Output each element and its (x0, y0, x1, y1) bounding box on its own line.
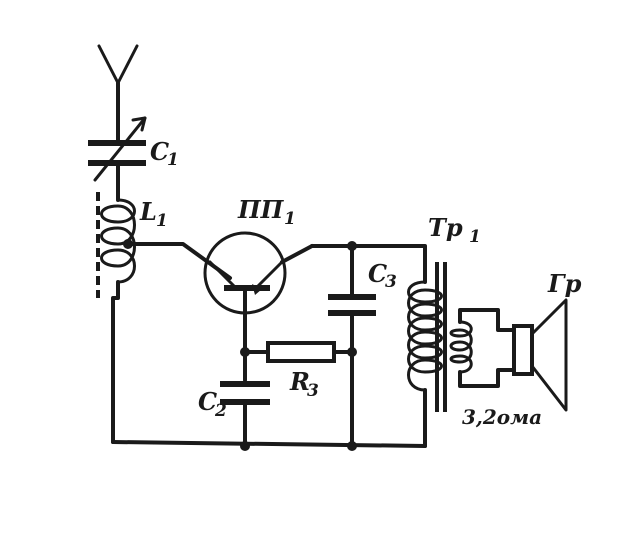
label-r3-subscript: 3 (307, 381, 319, 401)
label-l1-subscript: 1 (156, 211, 168, 231)
inductor-l1 (96, 192, 136, 298)
label-tr1-subscript: 1 (469, 227, 481, 247)
label-c3-subscript: 3 (385, 272, 397, 292)
label-tr1: Тр (428, 213, 463, 242)
label-c1: C (150, 137, 169, 166)
label-c3: C (368, 259, 387, 288)
label-pp1-subscript: 1 (284, 209, 296, 229)
label-r3: R (289, 367, 310, 396)
label-c1-subscript: 1 (167, 150, 179, 170)
resistor-r3 (243, 341, 354, 363)
capacitor-c2 (220, 381, 270, 448)
transistor-pp1 (203, 231, 314, 315)
variable-capacitor-c1 (88, 116, 147, 182)
label-c2: C (198, 387, 217, 416)
capacitor-c3 (328, 244, 376, 448)
label-speaker-impedance: 3,2ома (462, 405, 542, 429)
antenna-icon (97, 44, 139, 142)
transformer-tr1 (407, 260, 473, 448)
label-pp1: ПП (237, 195, 285, 224)
label-c2-subscript: 2 (214, 401, 227, 421)
label-gr: Гр (547, 269, 582, 298)
label-l1: L (139, 197, 157, 226)
loudspeaker-icon (512, 298, 568, 412)
